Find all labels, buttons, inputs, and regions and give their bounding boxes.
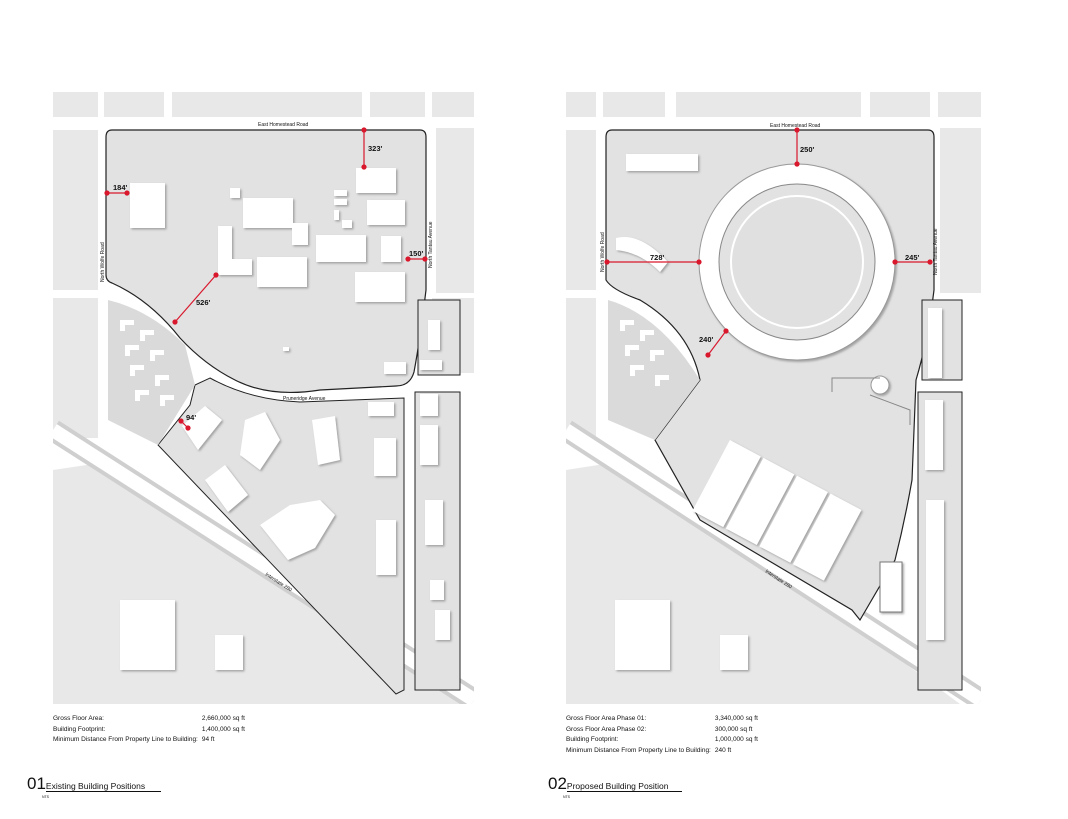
stat-value: 3,340,000 sq ft: [714, 715, 758, 722]
road-label-north: East Homestead Road: [770, 123, 821, 129]
figure-title: Proposed Building Position: [566, 782, 682, 792]
dimension-label: 323': [368, 144, 383, 153]
road-label-east: North Tantau Avenue: [933, 228, 939, 275]
stat-value: 1,400,000 sq ft: [201, 725, 245, 733]
stat-value: 94 ft: [201, 736, 215, 743]
stat-value: 300,000 sq ft: [714, 725, 753, 733]
stats-existing: Gross Floor Area: 2,660,000 sq ft Buildin…: [53, 714, 245, 746]
dimension-label: 184': [113, 183, 128, 192]
dimension-label: 728': [650, 253, 665, 262]
stat-value: 1,000,000 sq ft: [714, 736, 758, 743]
stat-label: Gross Floor Area Phase 02:: [566, 725, 647, 733]
scale-note: NTS: [42, 795, 49, 799]
stat-label: Building Footprint:: [53, 725, 106, 733]
phase-02-building: [692, 440, 862, 581]
scale-note: NTS: [563, 795, 570, 799]
stat-label: Gross Floor Area:: [53, 715, 104, 722]
dimension-label: 526': [196, 298, 211, 307]
housing-blocks: [620, 320, 669, 386]
dimension-label: 240': [699, 335, 714, 344]
figure-title: Existing Building Positions: [45, 782, 161, 792]
caption-proposed: 02 Proposed Building Position NTS: [548, 774, 682, 799]
dimension-label: 250': [800, 145, 815, 154]
dimension-label: 150': [409, 249, 424, 258]
stat-label: Minimum Distance From Property Line to B…: [53, 736, 198, 743]
dimension-lines: [604, 127, 933, 358]
north-building: [626, 154, 698, 171]
stat-value: 240 ft: [714, 746, 732, 754]
figure-number: 01: [27, 774, 46, 793]
stat-label: Building Footprint:: [566, 736, 619, 743]
figure-number: 02: [548, 774, 567, 793]
housing-blocks: [120, 320, 174, 406]
road-label-pruneridge: Pruneridge Avenue: [283, 396, 326, 402]
road-label-west: North Wolfe Road: [600, 232, 606, 272]
dimension-label: 245': [905, 253, 920, 262]
plan-existing: 184' 323' 150' 526' 94' East Homestead R…: [53, 92, 474, 704]
dimension-lines: [104, 127, 428, 431]
stat-label: Gross Floor Area Phase 01:: [566, 715, 647, 722]
road-label-west: North Wolfe Road: [100, 242, 106, 282]
existing-buildings: [120, 168, 450, 670]
caption-existing: 01 Existing Building Positions NTS: [27, 774, 161, 799]
stats-proposed: Gross Floor Area Phase 01: 3,340,000 sq f…: [566, 714, 758, 756]
dimension-label: 94': [186, 413, 196, 422]
plan-proposed: 250' 728' 245' 240' East Homestead Road …: [566, 92, 981, 704]
stat-label: Minimum Distance From Property Line to B…: [566, 746, 711, 754]
road-label-north: East Homestead Road: [258, 122, 309, 128]
road-label-east: North Tantau Avenue: [428, 221, 434, 268]
stat-value: 2,660,000 sq ft: [201, 715, 245, 722]
